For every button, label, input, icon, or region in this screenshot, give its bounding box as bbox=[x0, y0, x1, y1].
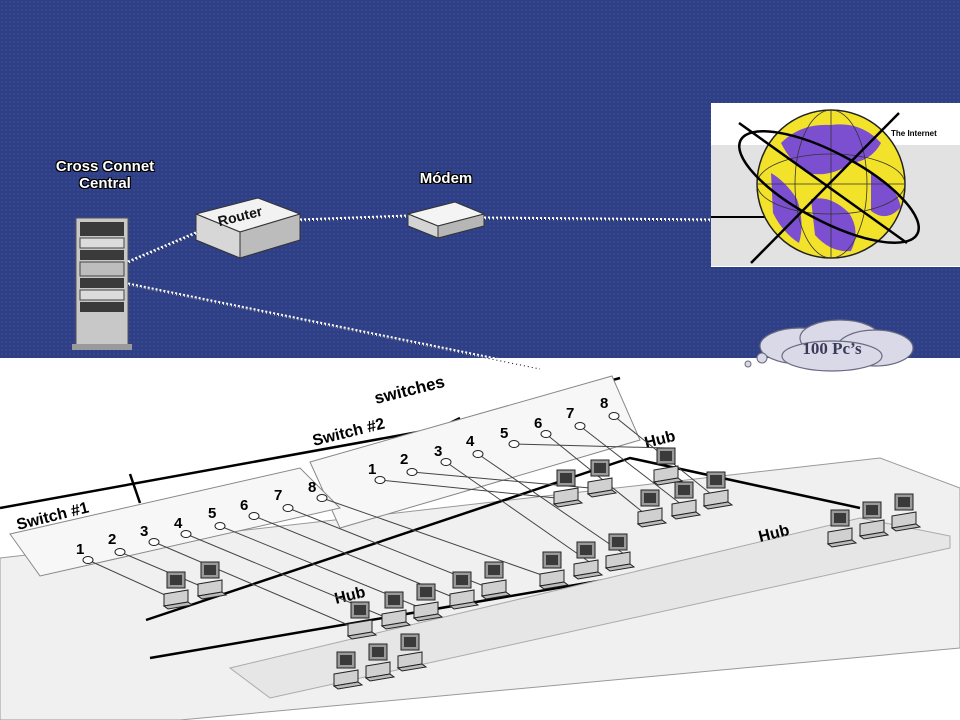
switch2-port-8: 8 bbox=[600, 395, 608, 412]
cloud-icon bbox=[744, 319, 914, 372]
computer-icon bbox=[636, 489, 668, 528]
computer-icon bbox=[858, 501, 890, 540]
switch1-port-connector-2 bbox=[114, 548, 126, 556]
globe-icon: The Internet bbox=[711, 109, 937, 264]
switch2-port-3: 3 bbox=[434, 443, 442, 460]
switch1-port-connector-7 bbox=[282, 504, 294, 512]
computer-icon bbox=[572, 541, 604, 580]
switches-label: switches bbox=[372, 372, 446, 408]
switch2-port-4: 4 bbox=[466, 433, 475, 450]
switch1-port-connector-1 bbox=[82, 556, 94, 564]
network-top-diagram: Router bbox=[72, 197, 714, 370]
floor-plan-diagram: switches Switch #2 Switch #1 Hub Hub Hub… bbox=[0, 372, 960, 720]
cloud-label: 100 Pc’s bbox=[802, 339, 862, 358]
computer-icon bbox=[670, 481, 702, 520]
switch2-port-6: 6 bbox=[534, 415, 542, 432]
computer-icon bbox=[552, 469, 584, 508]
computer-icon bbox=[380, 591, 412, 630]
switch2-ports: 1 2 3 4 5 6 7 8 bbox=[368, 395, 608, 478]
router-icon: Router bbox=[194, 197, 302, 259]
switch1-cable-2 bbox=[119, 551, 211, 591]
computer-icon bbox=[586, 459, 618, 498]
switch1-port-2: 2 bbox=[108, 531, 116, 548]
computer-icon bbox=[480, 561, 512, 600]
switch1-port-5: 5 bbox=[208, 505, 216, 522]
computer-icon bbox=[332, 651, 364, 690]
computer-icon bbox=[890, 493, 922, 532]
switch2-cable-7 bbox=[579, 425, 687, 509]
switch2-cable-1 bbox=[379, 479, 557, 499]
switch2-port-connector-4 bbox=[472, 450, 484, 458]
rack-icon bbox=[72, 217, 132, 350]
switch1-cable-3 bbox=[153, 541, 361, 631]
switch1-ports: 1 2 3 4 5 6 7 8 bbox=[76, 479, 316, 558]
switch2-port-connector-3 bbox=[440, 458, 452, 466]
switch2-cable-3 bbox=[445, 461, 599, 569]
computer-icon bbox=[162, 571, 194, 610]
computer-icon bbox=[652, 447, 684, 486]
internet-label: The Internet bbox=[891, 129, 937, 138]
switch1-port-connector-8 bbox=[316, 494, 328, 502]
switch2-port-connector-5 bbox=[508, 440, 520, 448]
switch1-port-4: 4 bbox=[174, 515, 183, 532]
switch1-port-connector-4 bbox=[180, 530, 192, 538]
switch2-port-2: 2 bbox=[400, 451, 408, 468]
switch2-port-connector-8 bbox=[608, 412, 620, 420]
switch2-cable-4 bbox=[477, 453, 631, 559]
computer-icon bbox=[412, 583, 444, 622]
computer-icon bbox=[538, 551, 570, 590]
switch2-port-connector-7 bbox=[574, 422, 586, 430]
computer-icon bbox=[396, 633, 428, 672]
switch1-cable-8 bbox=[321, 497, 557, 581]
switch1-port-1: 1 bbox=[76, 541, 84, 558]
modem-icon bbox=[406, 201, 486, 239]
switch1-port-8: 8 bbox=[308, 479, 316, 496]
switch2-port-connector-2 bbox=[406, 468, 418, 476]
computers bbox=[162, 447, 922, 690]
switch1-port-6: 6 bbox=[240, 497, 248, 514]
computer-icon bbox=[196, 561, 228, 600]
cross-connect-label: Cross Connet Central bbox=[55, 158, 155, 192]
computer-icon bbox=[604, 533, 636, 572]
computer-icon bbox=[826, 509, 858, 548]
switch1-port-connector-5 bbox=[214, 522, 226, 530]
switch2-port-5: 5 bbox=[500, 425, 508, 442]
switch2-port-connector-6 bbox=[540, 430, 552, 438]
cable-lines bbox=[127, 214, 714, 370]
switch1-port-3: 3 bbox=[140, 523, 148, 540]
switch1-port-connector-6 bbox=[248, 512, 260, 520]
computer-icon bbox=[364, 643, 396, 682]
switch1-port-connector-3 bbox=[148, 538, 160, 546]
computer-icon bbox=[702, 471, 734, 510]
switch2-port-1: 1 bbox=[368, 461, 376, 478]
switch2-port-7: 7 bbox=[566, 405, 574, 422]
computer-icon bbox=[346, 601, 378, 640]
modem-label: Módem bbox=[419, 170, 473, 187]
port-connectors bbox=[82, 412, 717, 631]
switch1-cable-1 bbox=[87, 559, 177, 601]
switch2-cable-5 bbox=[513, 443, 667, 449]
computer-icon bbox=[448, 571, 480, 610]
switch2-port-connector-1 bbox=[374, 476, 386, 484]
switch1-port-7: 7 bbox=[274, 487, 282, 504]
internet-panel: The Internet bbox=[711, 103, 960, 267]
